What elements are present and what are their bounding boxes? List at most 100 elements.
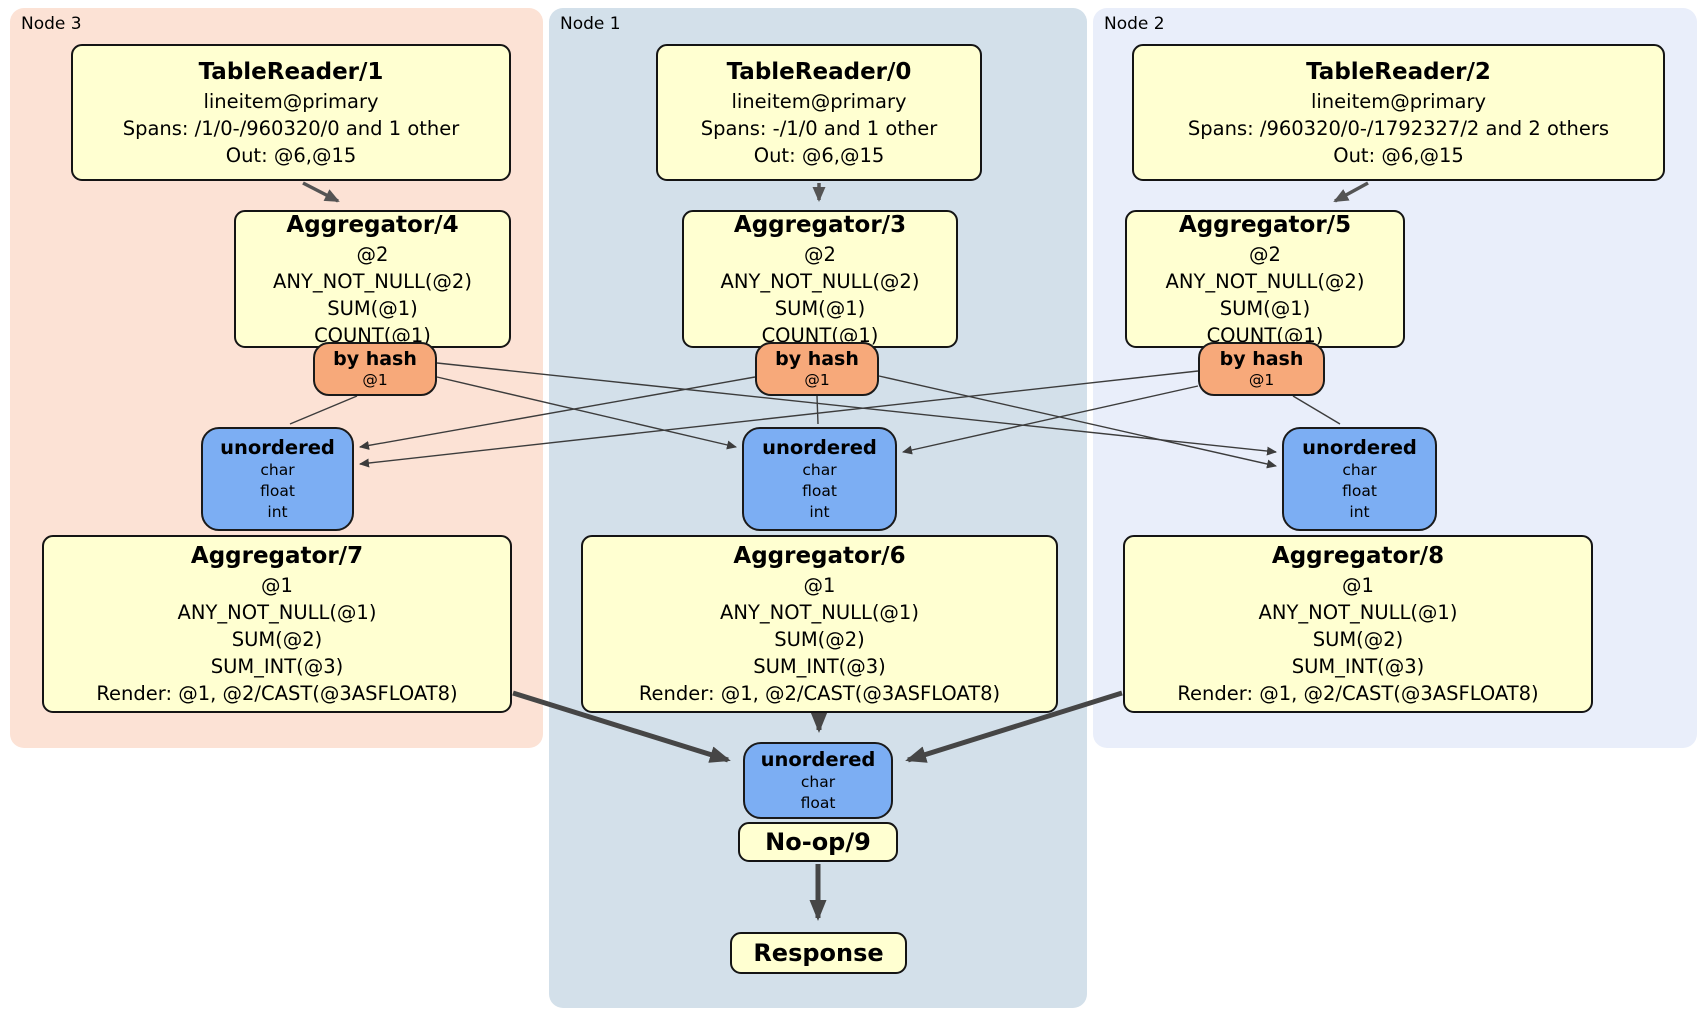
node-detail-line: SUM(@1) (774, 296, 866, 320)
node-title-aggregator-7: Aggregator/7 (190, 543, 364, 569)
node-unordered-sync-final: unordered char float (743, 742, 893, 819)
node-detail-line: Render: @1, @2/CAST(@3ASFLOAT8) (1177, 682, 1539, 705)
node-detail-line: lineitem@primary (203, 89, 379, 113)
node-hash-router-node3: by hash@1 (313, 342, 437, 396)
node-title-aggregator-8: Aggregator/8 (1271, 543, 1445, 569)
node-detail-line: @1 (803, 574, 836, 597)
node-detail-line: Out: @6,@15 (225, 143, 357, 167)
node-detail-line: @1 (362, 371, 388, 389)
node-detail-line: ANY_NOT_NULL(@1) (177, 601, 377, 624)
node-detail-line: SUM_INT(@3) (1291, 655, 1425, 678)
node-title-response: Response (753, 939, 884, 967)
panel-label-node2: Node 2 (1104, 14, 1165, 34)
node-title-unordered-sync-node1: unordered (762, 436, 877, 459)
node-detail-line: float (1342, 482, 1377, 500)
node-unordered-sync-node1: unordered char float int (742, 427, 897, 531)
node-detail-line: @1 (1248, 371, 1275, 389)
edge-hash-router-node1-to-unordered-sync-node2 (878, 375, 1277, 469)
node-detail-line: float (802, 482, 837, 500)
node-detail-line: ANY_NOT_NULL(@1) (720, 601, 919, 624)
node-title-no-op-9: No-op/9 (765, 828, 871, 856)
node-detail-line: Spans: /960320/0-/1792327/2 and 2 others (1187, 116, 1610, 140)
node-title-hash-router-node2: by hash (1219, 348, 1304, 370)
node-detail-line: COUNT(@1) (761, 323, 879, 347)
node-title-tablereader-0: TableReader/0 (726, 58, 912, 85)
node-title-unordered-sync-node3: unordered (220, 436, 335, 459)
node-detail-line: Render: @1, @2/CAST(@3ASFLOAT8) (96, 682, 458, 705)
node-detail-line: int (1349, 503, 1370, 521)
node-title-hash-router-node1: by hash (775, 348, 859, 370)
node-title-aggregator-6: Aggregator/6 (733, 543, 906, 569)
edge-hash-router-node1-to-unordered-sync-node3 (359, 376, 756, 450)
edge-tablereader-1-to-aggregator-4 (302, 181, 340, 203)
node-detail-line: SUM_INT(@3) (753, 655, 886, 678)
node-detail-line: SUM(@2) (774, 628, 865, 651)
node-hash-router-node2: by hash@1 (1198, 342, 1325, 396)
node-detail-line: SUM_INT(@3) (210, 655, 344, 678)
node-title-tablereader-1: TableReader/1 (198, 58, 384, 85)
node-detail-line: int (809, 503, 830, 521)
node-detail-line: @1 (261, 574, 293, 597)
node-detail-line: int (267, 503, 288, 521)
edge-hash-router-node3-to-unordered-sync-node1 (436, 376, 737, 450)
node-detail-line: ANY_NOT_NULL(@2) (1165, 269, 1365, 293)
node-detail-line: char (802, 461, 837, 479)
edge-hash-router-node2-to-unordered-sync-node2 (1292, 395, 1341, 425)
edge-hash-router-node3-to-unordered-sync-node2 (436, 362, 1277, 456)
edge-tablereader-2-to-aggregator-5 (1333, 181, 1369, 203)
node-detail-line: SUM(@1) (327, 296, 418, 320)
node-detail-line: ANY_NOT_NULL(@2) (273, 269, 472, 293)
node-title-aggregator-5: Aggregator/5 (1178, 211, 1352, 238)
node-detail-line: COUNT(@1) (314, 323, 431, 347)
node-detail-line: ANY_NOT_NULL(@1) (1258, 601, 1458, 624)
node-detail-line: COUNT(@1) (1206, 323, 1324, 347)
node-detail-line: SUM(@2) (1312, 628, 1404, 651)
edge-aggregator-8-to-unordered-sync-final (905, 690, 1123, 763)
node-detail-line: float (260, 482, 295, 500)
edge-hash-router-node2-to-unordered-sync-node1 (902, 385, 1199, 455)
node-detail-line: @2 (804, 242, 836, 266)
node-detail-line: SUM(@1) (1219, 296, 1311, 320)
edge-hash-router-node2-to-unordered-sync-node3 (359, 370, 1199, 468)
node-detail-line: char (1342, 461, 1377, 479)
node-title-hash-router-node3: by hash (333, 348, 417, 370)
node-detail-line: char (260, 461, 295, 479)
panel-label-node3: Node 3 (21, 14, 82, 34)
edge-hash-router-node1-to-unordered-sync-node1 (816, 395, 819, 425)
node-detail-line: @1 (804, 371, 830, 389)
node-detail-line: Spans: /1/0-/960320/0 and 1 other (122, 116, 460, 140)
node-no-op-9: No-op/9 (738, 822, 898, 862)
node-hash-router-node1: by hash@1 (755, 342, 879, 396)
node-response: Response (730, 932, 907, 974)
node-title-unordered-sync-node2: unordered (1302, 436, 1417, 459)
node-detail-line: float (800, 794, 836, 812)
node-detail-line: Out: @6,@15 (1333, 143, 1464, 167)
edge-hash-router-node3-to-unordered-sync-node3 (289, 395, 358, 425)
node-unordered-sync-node3: unordered char float int (201, 427, 354, 531)
node-title-unordered-sync-final: unordered (760, 748, 876, 771)
node-detail-line: @1 (1342, 574, 1374, 597)
edge-aggregator-7-to-unordered-sync-final (512, 690, 731, 763)
node-detail-line: Out: @6,@15 (753, 143, 885, 167)
node-detail-line: char (800, 773, 836, 791)
panel-label-node1: Node 1 (560, 14, 621, 34)
node-detail-line: lineitem@primary (731, 89, 907, 113)
node-detail-line: Render: @1, @2/CAST(@3ASFLOAT8) (638, 682, 1001, 705)
node-detail-line: SUM(@2) (231, 628, 323, 651)
node-detail-line: Spans: -/1/0 and 1 other (700, 116, 938, 140)
node-title-tablereader-2: TableReader/2 (1306, 58, 1491, 85)
node-detail-line: @2 (356, 242, 389, 266)
node-detail-line: lineitem@primary (1310, 89, 1487, 113)
node-detail-line: ANY_NOT_NULL(@2) (720, 269, 920, 293)
node-unordered-sync-node2: unordered char float int (1282, 427, 1437, 531)
